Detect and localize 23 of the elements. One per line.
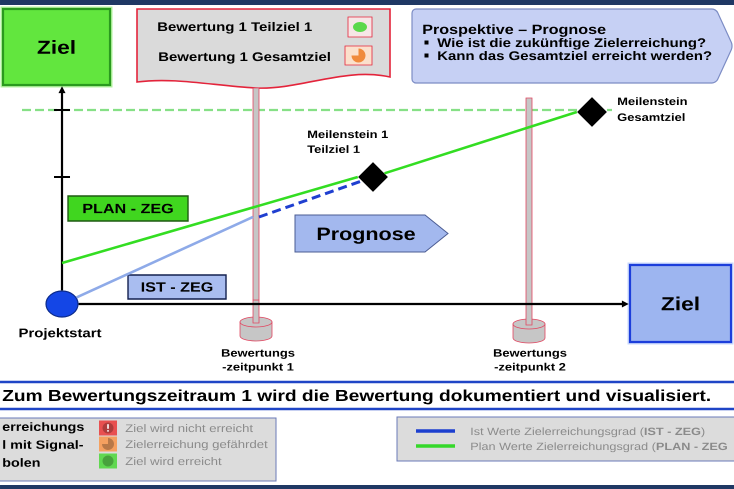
post-label: Bewertungs -zeitpunkt 2 xyxy=(494,349,566,373)
connector-line xyxy=(258,180,362,218)
label-box: PLAN - ZEG xyxy=(67,195,189,222)
node-label: Meilenstein 1 Teilziel 1 xyxy=(307,130,388,154)
legend-text: Ist Werte Zielerreichungsgrad (IST - ZEG) xyxy=(471,427,704,438)
goal-box: Ziel xyxy=(0,6,112,88)
post-label: Bewertungs -zeitpunkt 1 xyxy=(222,349,294,373)
callout-box: Prospektive – Prognose Wie ist die zukünftige Zielerreichung? Kann das Gesamtziel erreicht werden? xyxy=(411,8,733,84)
caption: Zum Bewertungszeitraum 1 wird die Bewertung dokumentiert und visualisiert. xyxy=(2,389,710,404)
legend-text: Ziel wird nicht erreicht xyxy=(126,424,253,432)
legend-text: Plan Werte Zielerreichungsgrad (PLAN - ZEG xyxy=(471,442,727,452)
goal-box: Ziel xyxy=(628,262,734,344)
node-label: Projektstart xyxy=(19,328,102,340)
node-label: Meilenstein Gesamtziel xyxy=(618,97,687,122)
legend-title: erreichungs l mit Signal- bolen xyxy=(2,422,84,467)
label-box: IST - ZEG xyxy=(127,274,227,300)
legend-text: Ziel wird erreicht xyxy=(126,457,222,466)
connector-line xyxy=(76,216,254,299)
arrow-box: Prognose xyxy=(294,214,449,252)
banner: Bewertung 1 Teilziel 1 Bewertung 1 Gesamtziel xyxy=(136,8,391,89)
legend-text: Zielerreichung gefährdet xyxy=(126,440,268,450)
connector-line xyxy=(62,176,358,264)
connector-line xyxy=(384,110,578,175)
